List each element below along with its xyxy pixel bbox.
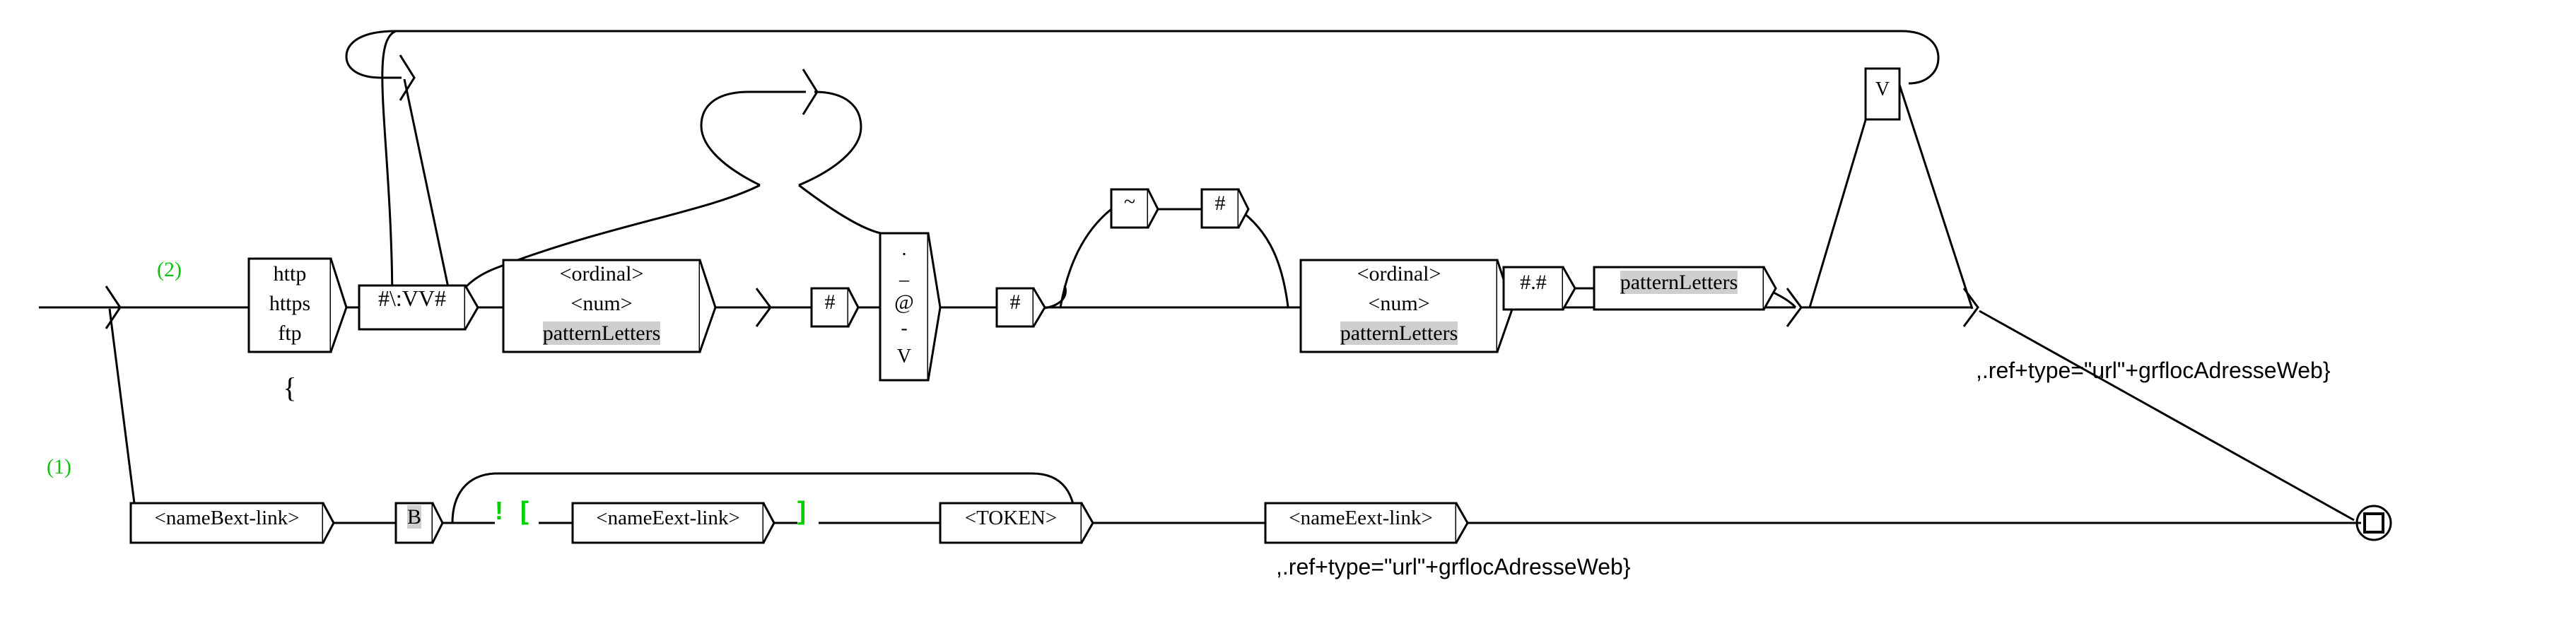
branch-up-to-tilde	[1059, 208, 1112, 308]
host-option-num[interactable]: <num>	[570, 292, 633, 315]
namee2-chevron	[1455, 502, 1469, 543]
punct-option-dot[interactable]: .	[901, 238, 907, 260]
b-box-highlight: B	[406, 505, 421, 529]
punct-option-underscore[interactable]: _	[899, 262, 909, 284]
host-patternletters-highlight: patternLetters	[542, 322, 661, 345]
branch-down-from-hash3	[1238, 208, 1289, 307]
token-label[interactable]: <TOKEN>	[964, 507, 1058, 529]
right-bracket-token[interactable]: ]	[797, 496, 806, 525]
scheme-separator-label[interactable]: #\:VV#	[378, 285, 446, 311]
patternletters-chevron	[1762, 266, 1777, 310]
bypass-left-hook	[345, 30, 397, 79]
host-option-patternletters[interactable]: patternLetters	[506, 322, 697, 345]
tilde-box-label[interactable]: ~	[1123, 190, 1136, 213]
host-option-ordinal[interactable]: <ordinal>	[559, 262, 644, 285]
scheme-option-ftp[interactable]: ftp	[278, 322, 302, 345]
nameb-chevron	[322, 502, 335, 543]
punct-option-hyphen[interactable]: -	[901, 317, 908, 339]
host-loop-arrow	[802, 69, 819, 115]
punct-rect	[879, 232, 930, 382]
branch-label-2: (2)	[157, 258, 182, 281]
tilde-rect	[1110, 188, 1149, 229]
scheme-choice-chevron	[329, 258, 348, 353]
hashdot-rect	[1502, 266, 1564, 311]
top-bypass-rail	[381, 30, 1902, 308]
namee-ext-link-label-1[interactable]: <nameEext-link>	[596, 507, 740, 529]
scheme-option-http[interactable]: http	[273, 262, 307, 285]
nameb-ext-link-label[interactable]: <nameBext-link>	[154, 507, 300, 529]
end-circle	[2355, 505, 2392, 541]
scheme-choice-rect	[247, 257, 332, 353]
bottom-row-annotation: ,.ref+type="url"+grflocAdresseWeb}	[1276, 554, 1631, 579]
namee2-rect	[1264, 502, 1458, 544]
tilde-chevron	[1147, 189, 1159, 228]
v-box-label[interactable]: V	[1875, 78, 1890, 100]
v-right-diagonal	[1898, 84, 1974, 310]
hash2-chevron	[1032, 288, 1046, 327]
punct-option-at[interactable]: @	[894, 290, 914, 314]
hash-box-2-label[interactable]: #	[1009, 290, 1021, 314]
branch-to-bottom-row	[108, 308, 136, 504]
punct-chevron	[927, 232, 942, 381]
arrow-host-to-hash1	[755, 288, 772, 327]
scheme-option-https[interactable]: https	[269, 292, 311, 315]
branch-label-1: (1)	[47, 455, 71, 478]
left-bracket-token[interactable]: [	[520, 496, 529, 525]
hash1-rect	[810, 287, 850, 328]
hash3-rect	[1200, 188, 1240, 229]
bypass-right-hook	[1901, 30, 1940, 85]
path-option-num[interactable]: <num>	[1368, 292, 1430, 315]
path-option-patternletters[interactable]: patternLetters	[1304, 322, 1494, 345]
patternletters-box[interactable]: patternLetters	[1598, 271, 1760, 294]
namee-ext-link-label-2[interactable]: <nameEext-link>	[1289, 507, 1433, 529]
host-loop-forward	[798, 184, 897, 235]
namee1-chevron	[762, 502, 775, 543]
b-box[interactable]: B	[396, 505, 433, 529]
bypass-hook-arrow	[399, 54, 416, 101]
namee1-rect	[571, 502, 765, 544]
host-loop-left	[700, 90, 761, 187]
bottom-bypass-left	[451, 472, 940, 524]
hashdot-box-label[interactable]: #.#	[1520, 271, 1547, 294]
top-row-annotation: ,.ref+type="url"+grflocAdresseWeb}	[1976, 358, 2331, 383]
hashdot-chevron	[1562, 266, 1576, 310]
bypass-diagonal-down	[403, 78, 454, 308]
hash-box-1-label[interactable]: #	[824, 290, 836, 314]
hash3-chevron	[1237, 189, 1250, 228]
hash-box-3-label[interactable]: #	[1214, 192, 1226, 215]
b-chevron	[431, 502, 444, 543]
scheme-brace: {	[283, 372, 297, 404]
v-left-diagonal	[1808, 119, 1867, 308]
bang-token[interactable]: !	[495, 496, 503, 525]
host-loop-right	[798, 90, 862, 187]
punct-option-v[interactable]: V	[896, 346, 912, 367]
patternletters-highlight: patternLetters	[1620, 271, 1738, 294]
path-option-ordinal[interactable]: <ordinal>	[1357, 262, 1441, 285]
sep-chevron	[464, 285, 479, 330]
v-rect	[1864, 67, 1901, 121]
path-patternletters-highlight: patternLetters	[1340, 322, 1458, 345]
host-chevron	[698, 259, 717, 353]
top-to-end-diagonal	[1979, 310, 2355, 522]
end-square	[2363, 512, 2384, 534]
hash1-chevron	[847, 288, 860, 327]
token-chevron	[1080, 502, 1094, 543]
